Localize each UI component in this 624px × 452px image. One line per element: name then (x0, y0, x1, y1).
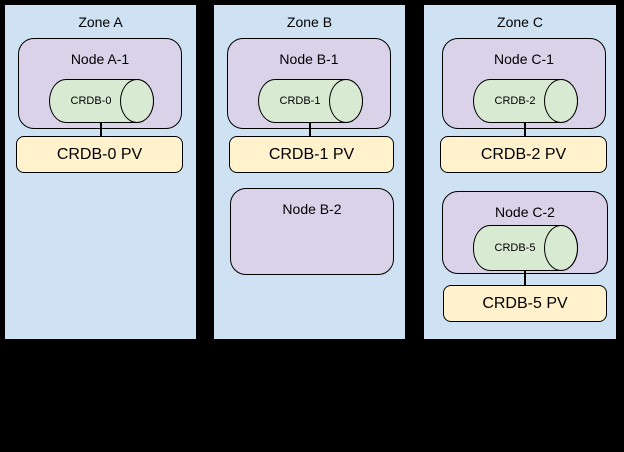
pv-crdb-5: CRDB-5 PV (443, 285, 607, 322)
zone-b: Zone B Node B-1 CRDB-1 CRDB-1 PV Node B-… (213, 4, 406, 340)
connector-crdb-2-to-pv (524, 122, 526, 136)
crdb-5-label: CRDB-5 (494, 242, 536, 254)
pv-crdb-0-label: CRDB-0 PV (56, 145, 143, 163)
node-a-1: Node A-1 CRDB-0 (18, 38, 182, 129)
cylinder-cap (544, 79, 578, 123)
node-b-1: Node B-1 CRDB-1 (227, 38, 391, 129)
crdb-2-label: CRDB-2 (494, 95, 536, 107)
crdb-1-cylinder-icon: CRDB-1 (258, 79, 363, 123)
node-a-1-label: Node A-1 (70, 51, 130, 67)
pv-crdb-1-label: CRDB-1 PV (268, 145, 355, 163)
crdb-2-cylinder-icon: CRDB-2 (473, 79, 578, 123)
zone-a: Zone A Node A-1 CRDB-0 CRDB-0 PV (4, 4, 197, 340)
zone-c-label: Zone C (497, 14, 543, 30)
node-c-1-label: Node C-1 (494, 51, 554, 67)
connector-crdb-5-to-pv (524, 270, 526, 286)
cylinder-cap (329, 79, 363, 123)
connector-crdb-1-to-pv (309, 122, 311, 136)
pv-crdb-2: CRDB-2 PV (440, 136, 607, 173)
zone-c: Zone C Node C-1 CRDB-2 CRDB-2 PV Node C-… (423, 4, 617, 340)
cylinder-cap (544, 225, 578, 271)
connector-crdb-0-to-pv (100, 122, 102, 136)
crdb-1-label: CRDB-1 (279, 95, 321, 107)
pv-crdb-2-label: CRDB-2 PV (480, 145, 567, 163)
pv-crdb-1: CRDB-1 PV (229, 136, 394, 173)
zone-b-label: Zone B (286, 14, 333, 30)
node-c-1: Node C-1 CRDB-2 (442, 38, 606, 129)
cylinder-cap (120, 79, 154, 123)
node-b-1-label: Node B-1 (279, 51, 339, 67)
node-c-2: Node C-2 CRDB-5 (442, 191, 608, 274)
node-b-2: Node B-2 (230, 188, 394, 275)
node-b-2-label: Node B-2 (282, 201, 342, 217)
crdb-0-cylinder-icon: CRDB-0 (49, 79, 154, 123)
pv-crdb-5-label: CRDB-5 PV (482, 294, 568, 312)
pv-crdb-0: CRDB-0 PV (16, 136, 183, 173)
node-c-2-label: Node C-2 (495, 204, 555, 220)
crdb-0-label: CRDB-0 (70, 95, 112, 107)
zone-a-label: Zone A (78, 14, 123, 30)
crdb-5-cylinder-icon: CRDB-5 (473, 225, 578, 271)
